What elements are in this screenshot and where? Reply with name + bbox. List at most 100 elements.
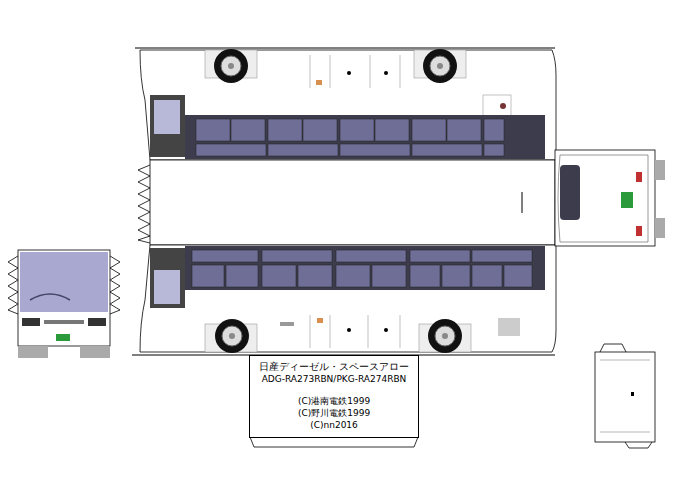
bus-front	[8, 250, 120, 358]
bus-roof-part	[150, 160, 555, 245]
bus-rear-part	[636, 226, 642, 236]
bus-side-top-part	[228, 63, 234, 69]
bus-front-part	[8, 256, 18, 314]
bus-roof	[138, 160, 555, 245]
bus-side-top-part	[500, 103, 506, 109]
bus-side-top-part-part	[268, 144, 338, 156]
bus-side-bottom-part	[330, 315, 331, 348]
bus-side-bottom	[140, 245, 556, 353]
bus-side-top-part	[330, 55, 331, 88]
bus-side-top-part-part	[412, 119, 446, 141]
bus-front-part	[56, 334, 70, 341]
bus-side-top-part	[196, 119, 504, 156]
model-code: ADG-RA273RBN/PKG-RA274RBN	[254, 373, 414, 385]
side-box	[595, 344, 655, 448]
bus-side-top-part	[384, 71, 388, 75]
bus-front-part	[88, 318, 106, 326]
bus-side-bottom-part	[428, 319, 462, 353]
bus-side-bottom-part	[498, 318, 520, 336]
bus-side-bottom-part-part	[504, 265, 532, 287]
bus-side-bottom-part-part	[410, 250, 470, 262]
glue-tab	[250, 437, 418, 447]
bus-side-top-part	[214, 49, 248, 83]
bus-side-top-part-part	[340, 119, 374, 141]
copyright-note: (C)野川電鉄1999	[254, 407, 414, 419]
bus-side-bottom-part-part	[192, 250, 258, 262]
bus-side-bottom-part	[222, 326, 242, 346]
bus-front-part	[80, 346, 110, 358]
guide-lines-part	[135, 48, 555, 49]
bus-front-part	[20, 252, 108, 312]
bus-side-top-part-part	[340, 144, 410, 156]
bus-side-bottom-part	[442, 333, 448, 339]
bus-side-top-part	[154, 100, 180, 134]
bus-side-bottom-part	[400, 315, 401, 348]
bus-side-bottom-part	[154, 270, 180, 304]
bus-side-top-part-part	[196, 144, 266, 156]
bus-side-bottom-part	[280, 322, 294, 326]
bus-side-top-part	[423, 49, 457, 83]
bus-side-bottom-part-part	[472, 250, 532, 262]
bus-side-bottom-part-part	[336, 250, 406, 262]
bus-front-part	[22, 318, 40, 326]
bus-side-bottom-part	[435, 326, 455, 346]
bus-side-top-part	[316, 80, 322, 85]
copyright-note: (C)港南電鉄1999	[254, 395, 414, 407]
bus-side-bottom-part-part	[442, 265, 470, 287]
bus-front-part	[30, 294, 70, 300]
bus-side-top-part-part	[196, 119, 230, 141]
bus-side-top-part	[400, 55, 401, 88]
bus-side-bottom-part-part	[298, 265, 332, 287]
bus-side-bottom-part-part	[372, 265, 406, 287]
bus-side-bottom-part-part	[336, 265, 370, 287]
bus-side-bottom-part-part	[192, 265, 224, 287]
copyright-note: (C)nn2016	[254, 419, 414, 431]
bus-rear-part	[621, 192, 633, 208]
bus-side-top-part-part	[303, 119, 337, 141]
bus-side-top-part-part	[484, 144, 504, 156]
bus-side-bottom-part	[317, 318, 323, 323]
bus-side-top-part	[437, 63, 443, 69]
bus-side-top-part	[140, 50, 556, 160]
spacer	[254, 385, 414, 395]
bus-side-bottom-part	[347, 328, 351, 332]
side-box-part	[600, 432, 650, 433]
side-box-part	[631, 392, 634, 396]
glue-tab-part	[250, 437, 418, 447]
bus-rear-part	[558, 155, 648, 242]
guide-lines	[132, 48, 555, 355]
bus-side-bottom-part	[215, 319, 249, 353]
bus-side-bottom-part-part	[472, 265, 502, 287]
bus-side-bottom-part-part	[262, 265, 296, 287]
bus-side-bottom-part	[310, 315, 311, 348]
bus-roof-part	[138, 165, 150, 243]
bus-front-part	[44, 320, 84, 324]
bus-side-bottom-part	[384, 328, 388, 332]
bus-rear	[555, 150, 665, 246]
bus-roof-part	[522, 192, 523, 213]
bus-side-top-part	[185, 115, 545, 159]
bus-side-bottom-part	[229, 333, 235, 339]
bus-rear-part	[555, 150, 655, 246]
bus-side-bottom-part-part	[262, 250, 332, 262]
bus-front-part	[110, 256, 120, 314]
bus-side-top-part	[370, 55, 371, 88]
bus-side-top-part-part	[447, 119, 481, 141]
bus-side-top-part-part	[375, 119, 409, 141]
bus-front-part	[18, 250, 110, 346]
side-box-part	[595, 352, 655, 442]
bus-side-bottom-part	[140, 245, 556, 352]
bus-side-bottom-part-part	[410, 265, 440, 287]
bus-side-top-part	[150, 95, 185, 157]
bus-rear-part	[655, 218, 665, 238]
model-name: 日産ディーゼル・スペースアロー	[254, 361, 414, 373]
bus-rear-part	[560, 165, 580, 220]
bus-side-top-part-part	[231, 119, 265, 141]
bus-side-bottom-part-part	[226, 265, 258, 287]
side-box-part	[600, 360, 650, 361]
bus-side-top-part	[483, 95, 511, 117]
bus-side-bottom-part	[192, 250, 532, 287]
bus-side-bottom-part	[150, 248, 185, 308]
bus-side-top-part	[310, 55, 311, 88]
